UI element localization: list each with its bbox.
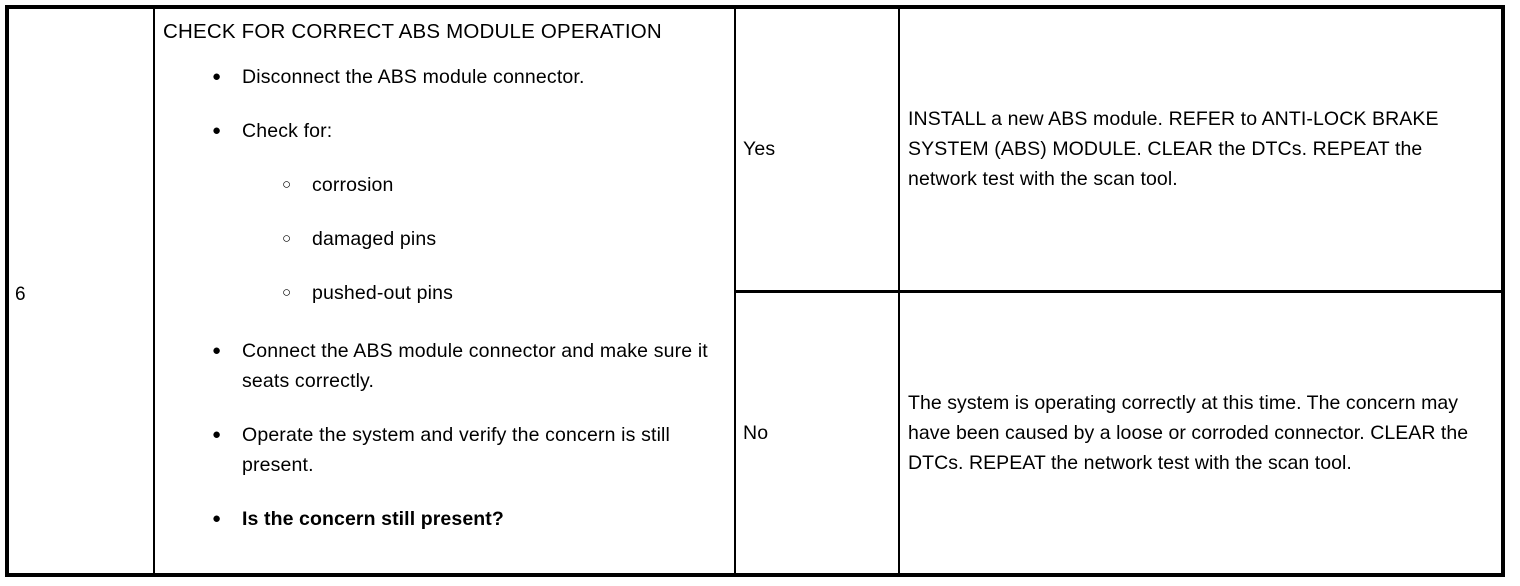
procedure-question-item: ● Is the concern still present? (163, 504, 728, 534)
procedure-sub-bullet-label: pushed-out pins (312, 281, 454, 304)
procedure-title: CHECK FOR CORRECT ABS MODULE OPERATION (163, 20, 662, 43)
filled-bullet-icon: ● (212, 121, 222, 139)
answer-label-no: No (736, 292, 900, 573)
procedure-bullet-item: ● Connect the ABS module connector and m… (163, 336, 728, 396)
hollow-bullet-icon: ○ (282, 283, 292, 301)
result-row-yes: Yes INSTALL a new ABS module. REFER to A… (736, 9, 1501, 293)
procedure-sub-bullet-label: corrosion (312, 173, 394, 196)
procedure-bullet-item: ● Disconnect the ABS module connector. (163, 62, 728, 92)
filled-bullet-icon: ● (212, 425, 222, 443)
filled-bullet-icon: ● (212, 509, 222, 527)
action-text-no: The system is operating correctly at thi… (908, 391, 1469, 474)
filled-bullet-icon: ● (212, 67, 222, 85)
procedure-cell: CHECK FOR CORRECT ABS MODULE OPERATION ●… (155, 9, 736, 573)
answer-label-yes: Yes (736, 9, 900, 290)
procedure-bullet-item: ● Operate the system and verify the conc… (163, 420, 728, 480)
procedure-sub-bullet-label: damaged pins (312, 227, 437, 250)
procedure-bullet-label: Check for: (242, 119, 333, 142)
step-number: 6 (15, 284, 26, 305)
procedure-bullet-label: Operate the system and verify the concer… (242, 423, 671, 476)
step-number-cell: 6 (9, 9, 155, 573)
procedure-sub-bullet-item: ○ corrosion (163, 170, 728, 200)
filled-bullet-icon: ● (212, 341, 222, 359)
hollow-bullet-icon: ○ (282, 229, 292, 247)
hollow-bullet-icon: ○ (282, 175, 292, 193)
procedure-bullet-item: ● Check for: (163, 116, 728, 146)
action-text-yes: INSTALL a new ABS module. REFER to ANTI-… (908, 108, 1439, 191)
action-cell-yes: INSTALL a new ABS module. REFER to ANTI-… (900, 9, 1501, 290)
result-row-no: No The system is operating correctly at … (736, 292, 1501, 574)
procedure-sub-bullet-list: ○ corrosion ○ damaged pins ○ pushed-out … (163, 170, 728, 308)
procedure-sub-bullet-item: ○ pushed-out pins (163, 278, 728, 308)
action-cell-no: The system is operating correctly at thi… (900, 293, 1501, 574)
procedure-question-label: Is the concern still present? (242, 507, 504, 530)
procedure-bullet-label: Connect the ABS module connector and mak… (242, 339, 708, 392)
pinpoint-test-table: 6 CHECK FOR CORRECT ABS MODULE OPERATION… (5, 5, 1505, 577)
procedure-bullet-list: ● Disconnect the ABS module connector. ●… (163, 62, 728, 534)
procedure-sub-bullet-item: ○ damaged pins (163, 224, 728, 254)
results-column: Yes INSTALL a new ABS module. REFER to A… (736, 9, 1501, 573)
procedure-bullet-label: Disconnect the ABS module connector. (242, 65, 585, 88)
